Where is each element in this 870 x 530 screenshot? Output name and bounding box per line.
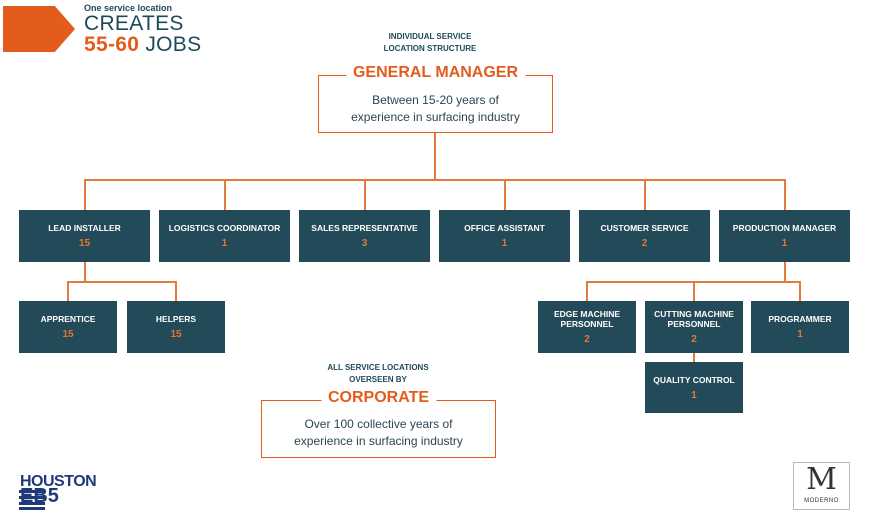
header-arrow-shape [3, 6, 75, 52]
connector-edge-machine [586, 281, 588, 301]
structure-caption-line2: LOCATION STRUCTURE [383, 44, 477, 53]
connector-sales [364, 179, 366, 210]
general-manager-box: GENERAL MANAGER Between 15-20 years of e… [318, 64, 553, 133]
connector-quality-control [693, 353, 695, 362]
corporate-line2: experience in surfacing industry [294, 434, 463, 448]
role-count: 15 [78, 238, 91, 249]
connector-helpers [175, 281, 177, 301]
connector-installer-horizontal [67, 281, 177, 283]
role-count: 1 [691, 389, 697, 401]
connector-tier1-horizontal [84, 179, 786, 181]
role-title-line1: EDGE MACHINE [553, 309, 621, 319]
header-headline: CREATES 55-60 JOBS [84, 13, 201, 55]
flag-stripes-icon [19, 490, 45, 510]
role-programmer: PROGRAMMER 1 [751, 301, 849, 353]
role-title-line1: CUTTING MACHINE [654, 309, 734, 319]
connector-office [504, 179, 506, 210]
role-cutting-machine-personnel: CUTTING MACHINE PERSONNEL 2 [645, 301, 743, 353]
connector-lead-installer [84, 179, 86, 210]
corporate-line1: Over 100 collective years of [304, 417, 453, 431]
role-apprentice: APPRENTICE 15 [19, 301, 117, 353]
corporate-title: CORPORATE [320, 389, 437, 407]
role-lead-installer: LEAD INSTALLER 15 [19, 210, 150, 262]
role-title-line2: PERSONNEL [560, 319, 614, 329]
structure-caption: INDIVIDUAL SERVICE LOCATION STRUCTURE [355, 31, 505, 55]
role-title: CUSTOMER SERVICE [600, 223, 689, 233]
role-count: 1 [221, 238, 228, 249]
header-subtitle: One service location [84, 3, 173, 13]
role-count: 3 [361, 238, 368, 249]
role-office-assistant: OFFICE ASSISTANT 1 [439, 210, 570, 262]
structure-caption-line1: INDIVIDUAL SERVICE [388, 32, 472, 41]
role-title: LEAD INSTALLER [48, 223, 121, 233]
connector-production-down [784, 262, 786, 282]
corporate-caption-line2: OVERSEEN BY [349, 375, 407, 384]
role-count: 15 [62, 329, 74, 340]
general-manager-description: Between 15-20 years of experience in sur… [319, 92, 552, 126]
role-count: 1 [501, 238, 508, 249]
role-title: PROGRAMMER [768, 314, 832, 324]
connector-programmer [799, 281, 801, 301]
role-helpers: HELPERS 15 [127, 301, 225, 353]
connector-apprentice [67, 281, 69, 301]
general-manager-line1: Between 15-20 years of [372, 93, 499, 107]
corporate-box: CORPORATE Over 100 collective years of e… [261, 389, 496, 458]
moderno-text: MODERNO [804, 498, 839, 504]
role-title: APPRENTICE [40, 314, 96, 324]
header-jobs-line: 55-60 JOBS [84, 34, 201, 55]
role-count: 1 [781, 238, 788, 249]
role-title-line2: PERSONNEL [667, 319, 721, 329]
corporate-caption-line1: ALL SERVICE LOCATIONS [327, 363, 429, 372]
header-creates: CREATES [84, 12, 184, 35]
role-customer-service: CUSTOMER SERVICE 2 [579, 210, 710, 262]
role-quality-control: QUALITY CONTROL 1 [645, 362, 743, 413]
header-jobs-number: 55-60 [84, 33, 140, 56]
general-manager-title: GENERAL MANAGER [345, 64, 526, 82]
role-count: 15 [170, 329, 182, 340]
role-title: PRODUCTION MANAGER [732, 223, 837, 233]
role-title: SALES REPRESENTATIVE [311, 223, 418, 233]
role-count: 2 [691, 334, 697, 345]
role-title: OFFICE ASSISTANT [464, 223, 545, 233]
houston-logo-line1: HOUSTON [20, 473, 97, 490]
connector-production [784, 179, 786, 210]
connector-logistics [224, 179, 226, 210]
role-count: 2 [584, 334, 590, 345]
role-production-manager: PRODUCTION MANAGER 1 [719, 210, 850, 262]
connector-gm-down [434, 133, 436, 180]
corporate-description: Over 100 collective years of experience … [262, 416, 495, 450]
role-edge-machine-personnel: EDGE MACHINE PERSONNEL 2 [538, 301, 636, 353]
moderno-mark: M [806, 462, 837, 497]
moderno-logo: M MODERNO [793, 462, 850, 510]
role-logistics-coordinator: LOGISTICS COORDINATOR 1 [159, 210, 290, 262]
role-title: LOGISTICS COORDINATOR [168, 223, 281, 233]
connector-installer-down [84, 262, 86, 282]
role-count: 2 [641, 238, 648, 249]
role-count: 1 [797, 329, 803, 340]
role-title: QUALITY CONTROL [653, 374, 735, 385]
connector-customer [644, 179, 646, 210]
role-sales-representative: SALES REPRESENTATIVE 3 [299, 210, 430, 262]
corporate-caption: ALL SERVICE LOCATIONS OVERSEEN BY [303, 362, 453, 386]
connector-cutting-machine [693, 281, 695, 301]
general-manager-line2: experience in surfacing industry [351, 110, 520, 124]
header-jobs-word: JOBS [145, 33, 202, 56]
role-title: HELPERS [155, 314, 197, 324]
